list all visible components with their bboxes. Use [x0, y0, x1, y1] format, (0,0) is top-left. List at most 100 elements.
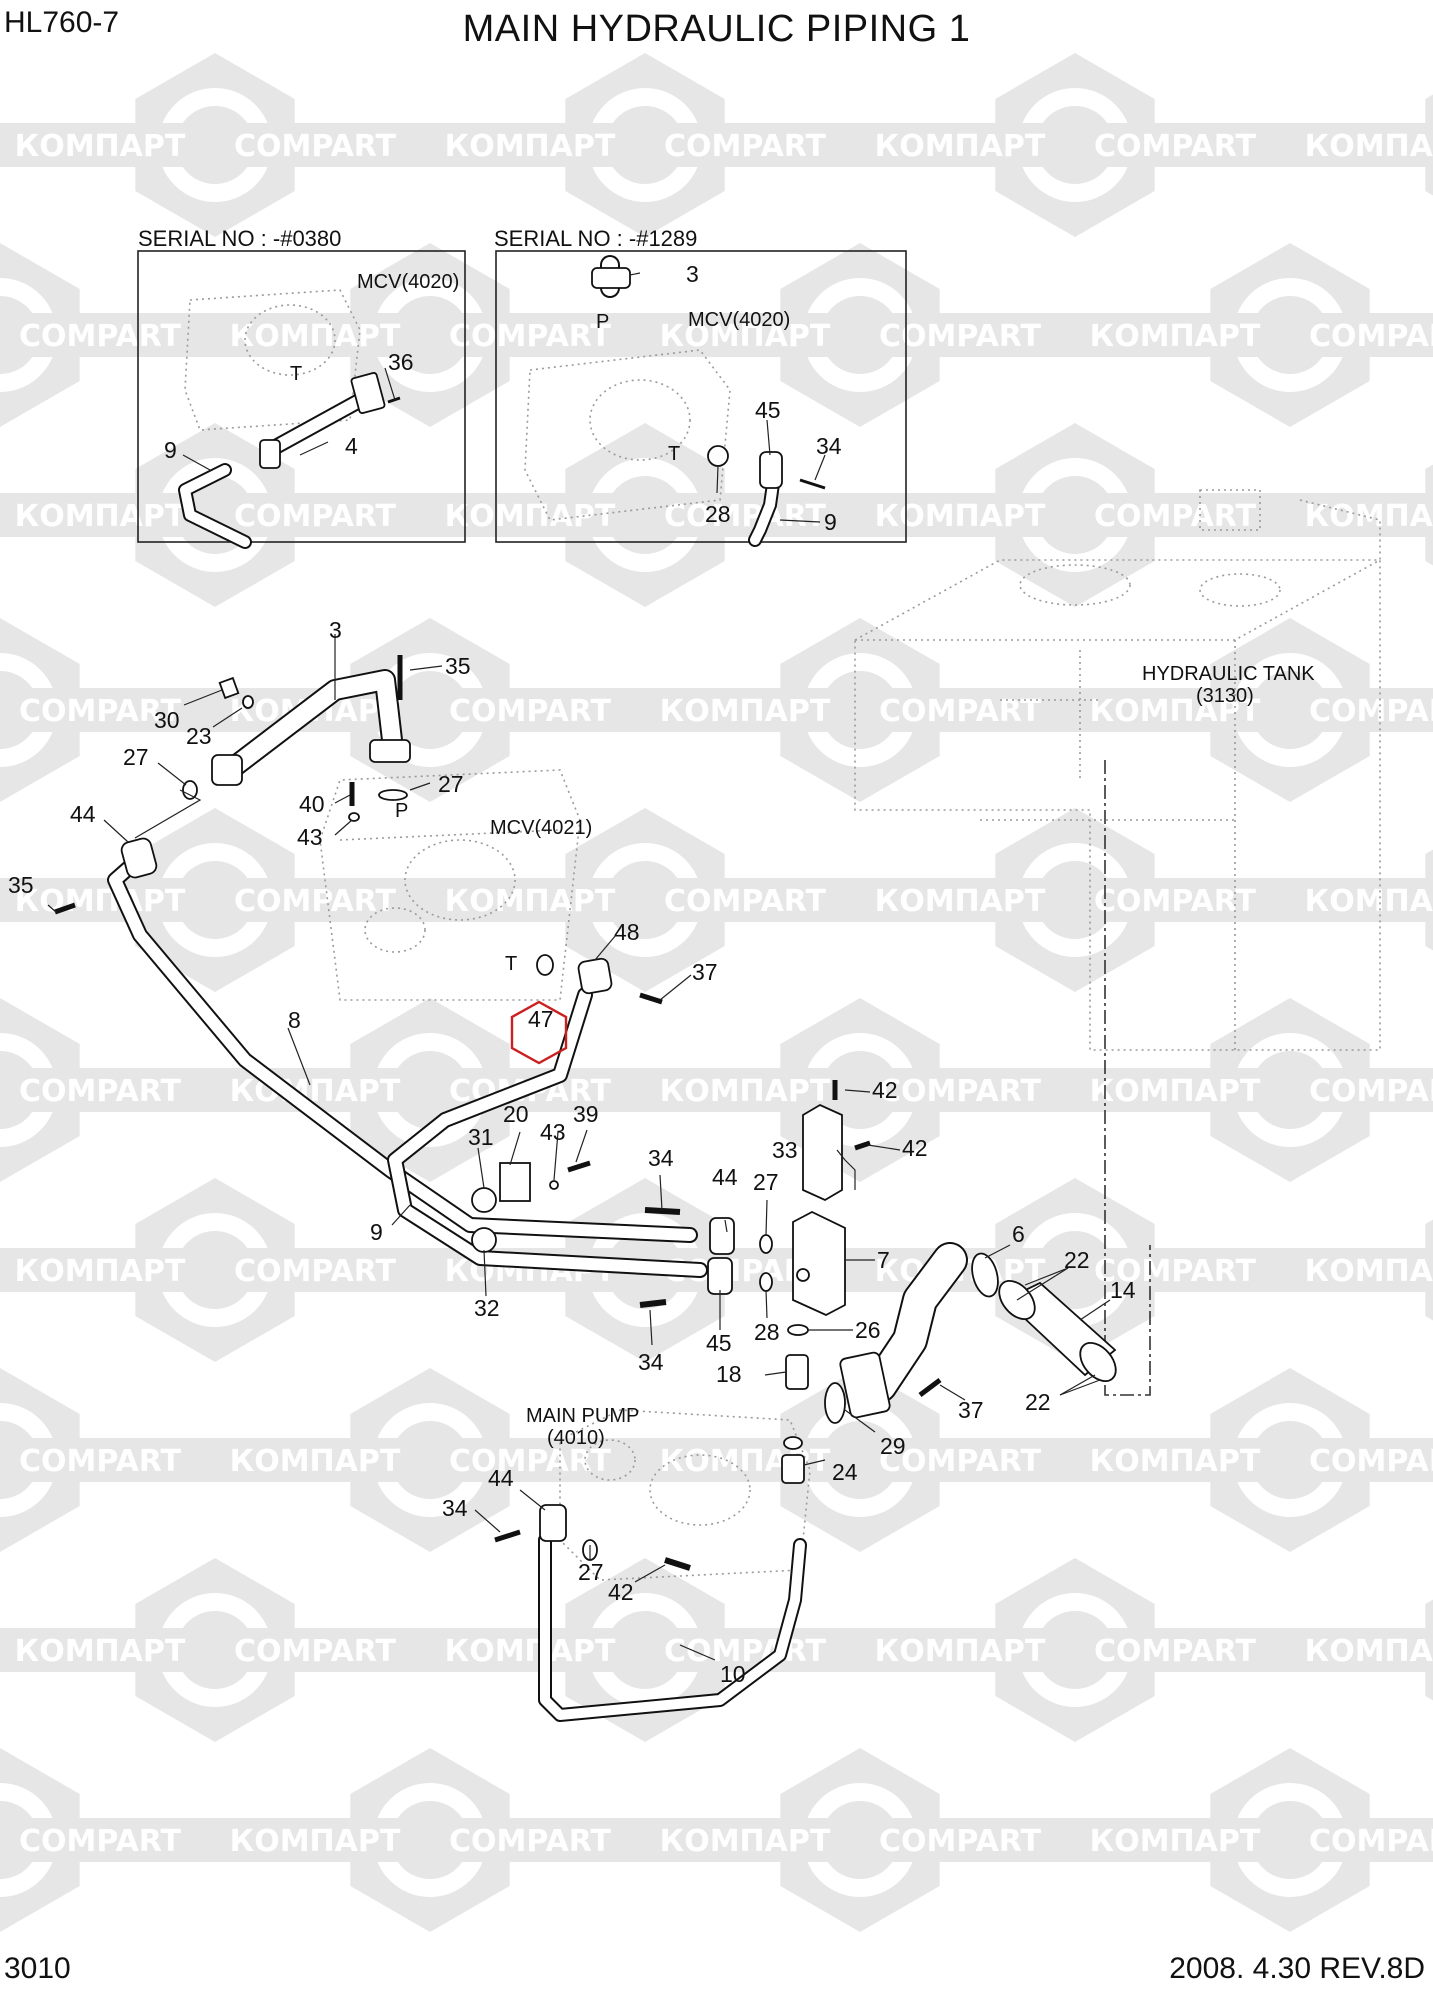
svg-text:КОМПАРТ: КОМПАРТ [230, 1444, 401, 1479]
callout-29[interactable]: 29 [880, 1433, 906, 1459]
callout-47[interactable]: 47 [528, 1006, 554, 1032]
detail-a-bolt-36 [387, 396, 401, 404]
bracket-20 [499, 1162, 531, 1202]
callout-39[interactable]: 39 [573, 1101, 599, 1127]
callout-44-mid[interactable]: 44 [712, 1164, 738, 1190]
svg-text:COMPART: COMPART [19, 319, 182, 354]
callout-28[interactable]: 28 [754, 1319, 780, 1345]
callout-42-top[interactable]: 42 [872, 1077, 898, 1103]
callout-7[interactable]: 7 [877, 1247, 890, 1273]
callout-a-36[interactable]: 36 [388, 349, 414, 375]
callout-30[interactable]: 30 [154, 707, 180, 733]
page-number: 3010 [4, 1952, 71, 1985]
callout-33[interactable]: 33 [772, 1137, 798, 1163]
detail-b-bolt-34 [799, 478, 826, 490]
callout-b-28[interactable]: 28 [705, 501, 731, 527]
callout-32[interactable]: 32 [474, 1295, 500, 1321]
svg-text:COMPART: COMPART [449, 319, 612, 354]
oring-27-block [759, 1234, 773, 1254]
svg-text:КОМПАРТ: КОМПАРТ [230, 1824, 401, 1859]
svg-text:КОМПАРТ: КОМПАРТ [660, 1074, 831, 1109]
callout-43-top[interactable]: 43 [297, 824, 323, 850]
callout-26[interactable]: 26 [855, 1317, 881, 1343]
callout-37-lower[interactable]: 37 [958, 1397, 984, 1423]
callout-6[interactable]: 6 [1012, 1221, 1025, 1247]
callout-b-34[interactable]: 34 [816, 433, 842, 459]
page-title: MAIN HYDRAULIC PIPING 1 [462, 8, 971, 50]
callout-40[interactable]: 40 [299, 791, 325, 817]
callout-3[interactable]: 3 [329, 617, 342, 643]
detail-a-mcv-label: MCV(4020) [357, 271, 459, 293]
callout-37-top[interactable]: 37 [692, 959, 718, 985]
callout-44-pump[interactable]: 44 [488, 1465, 514, 1491]
callout-44-top[interactable]: 44 [70, 801, 96, 827]
callout-24[interactable]: 24 [832, 1459, 858, 1485]
svg-text:КОМПАРТ: КОМПАРТ [875, 1634, 1046, 1669]
detail-b-mcv-outline [524, 349, 731, 521]
oring-29 [824, 1382, 846, 1424]
callout-b-45[interactable]: 45 [755, 397, 781, 423]
hydraulic-tank-outline [854, 489, 1381, 1051]
callout-27-block[interactable]: 27 [753, 1169, 779, 1195]
callout-35-top[interactable]: 35 [445, 653, 471, 679]
callout-34-lower[interactable]: 34 [638, 1349, 664, 1375]
callout-10[interactable]: 10 [720, 1661, 746, 1687]
callout-b-3[interactable]: 3 [686, 261, 699, 287]
watermark-logo: КОМПАРТ COMPART [215, 243, 645, 427]
svg-text:COMPART: COMPART [449, 1444, 612, 1479]
svg-text:COMPART: COMPART [1094, 1254, 1257, 1289]
callout-a-9[interactable]: 9 [164, 437, 177, 463]
callout-22-upper[interactable]: 22 [1064, 1247, 1090, 1273]
highlight-part-47[interactable] [510, 1000, 568, 1065]
svg-text:COMPART: COMPART [1094, 129, 1257, 164]
callout-31[interactable]: 31 [468, 1124, 494, 1150]
svg-text:COMPART: COMPART [19, 1444, 182, 1479]
callout-22-lower[interactable]: 22 [1025, 1389, 1051, 1415]
svg-text:COMPART: COMPART [879, 1824, 1042, 1859]
svg-text:COMPART: COMPART [879, 694, 1042, 729]
callout-35-left[interactable]: 35 [8, 872, 34, 898]
svg-text:КОМПАРТ: КОМПАРТ [1305, 1634, 1433, 1669]
callout-27-left[interactable]: 27 [123, 744, 149, 770]
callout-34-upper[interactable]: 34 [648, 1145, 674, 1171]
detail-a-mcv-outline [184, 289, 361, 431]
callout-48[interactable]: 48 [614, 919, 640, 945]
callout-20[interactable]: 20 [503, 1101, 529, 1127]
svg-text:КОМПАРТ: КОМПАРТ [1305, 499, 1433, 534]
main-mcv-outline [319, 769, 581, 1001]
callout-14[interactable]: 14 [1110, 1277, 1136, 1303]
callout-27-right[interactable]: 27 [438, 771, 464, 797]
callout-9[interactable]: 9 [370, 1219, 383, 1245]
callout-a-4[interactable]: 4 [345, 433, 358, 459]
callout-43-bracket[interactable]: 43 [540, 1119, 566, 1145]
flange-48 [577, 957, 613, 995]
callout-8[interactable]: 8 [288, 1007, 301, 1033]
flange-hose-6 [839, 1351, 891, 1419]
callout-45[interactable]: 45 [706, 1330, 732, 1356]
callout-18[interactable]: 18 [716, 1361, 742, 1387]
callout-42-right[interactable]: 42 [902, 1135, 928, 1161]
svg-text:COMPART: COMPART [879, 319, 1042, 354]
svg-text:КОМПАРТ: КОМПАРТ [875, 884, 1046, 919]
svg-text:КОМПАРТ: КОМПАРТ [230, 319, 401, 354]
callout-27-pump[interactable]: 27 [578, 1559, 604, 1585]
svg-text:КОМПАРТ: КОМПАРТ [660, 1444, 831, 1479]
oring-23 [242, 695, 254, 709]
callout-34-pump[interactable]: 34 [442, 1495, 468, 1521]
callout-b-9[interactable]: 9 [824, 509, 837, 535]
callout-42-pump[interactable]: 42 [608, 1579, 634, 1605]
callout-23[interactable]: 23 [186, 723, 212, 749]
fitting-24 [781, 1454, 805, 1484]
svg-text:КОМПАРТ: КОМПАРТ [660, 319, 831, 354]
detail-b-serial: SERIAL NO : -#1289 [494, 226, 697, 251]
